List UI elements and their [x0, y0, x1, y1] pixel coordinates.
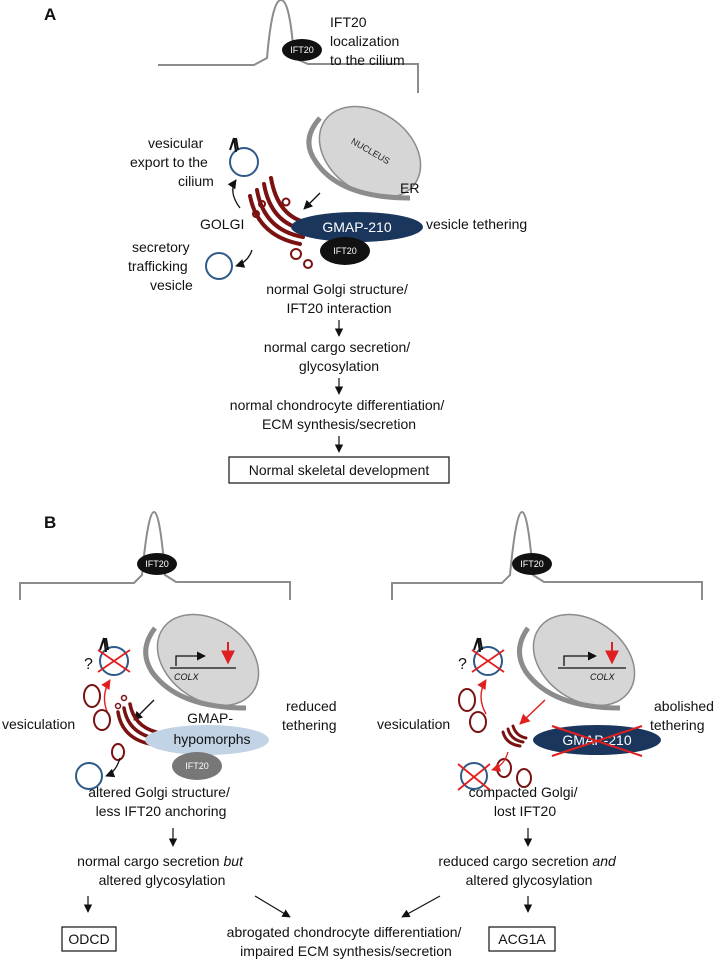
shared-outcome: abrogated chondrocyte differentiation/ i… — [227, 924, 466, 959]
acg1a-label: ACG1A — [498, 931, 546, 947]
golgi-vesicle — [252, 210, 260, 218]
right-golgi-stack — [501, 724, 528, 748]
left-nucleus — [156, 613, 260, 707]
outcome-label: Normal skeletal development — [249, 462, 430, 478]
secretory-label: secretory trafficking vesicle — [128, 239, 193, 293]
left-cilium-vesicle — [99, 646, 129, 676]
left-secretory-arrow — [105, 757, 121, 778]
right-vesiculation-arrow — [477, 679, 487, 715]
left-tethering-label: reduced tethering — [282, 698, 340, 733]
golgi-vesicle — [290, 248, 302, 260]
gmap-210-ellipse — [291, 212, 423, 242]
left-vesiculation-label: vesiculation — [2, 716, 75, 732]
ift20-golgi-badge-label: IFT20 — [333, 246, 357, 256]
right-colx-promoter-arrow — [563, 651, 597, 666]
er-membrane — [306, 116, 411, 201]
left-secretory-vesicle — [75, 762, 103, 790]
right-to-shared-arrow — [401, 895, 441, 918]
gmap-210-label: GMAP-210 — [322, 219, 391, 235]
left-large-vesicle — [93, 709, 111, 731]
left-vesiculation-arrow — [101, 679, 111, 715]
secretory-arrow — [235, 249, 253, 268]
left-colx-label: COLX — [174, 672, 200, 682]
ift20-localization-label: IFT20 localization to the cilium — [330, 14, 405, 68]
er-label: ER — [400, 180, 419, 196]
right-secretory-arrow — [491, 751, 509, 772]
right-er-to-golgi-arrow — [519, 699, 546, 725]
left-colx-promoter-arrow — [175, 651, 206, 666]
left-ift20-cilium-badge — [137, 553, 177, 575]
left-basal-body-icon — [99, 637, 109, 653]
vesicle-tethering-label: vesicle tethering — [426, 216, 527, 232]
golgi-vesicle — [303, 259, 313, 269]
secretory-vesicle — [205, 252, 233, 280]
right-question-mark: ? — [458, 656, 467, 673]
left-ift20-cilium-badge-label: IFT20 — [145, 559, 169, 569]
right-tethering-label: abolished tethering — [650, 698, 718, 733]
right-er-membrane — [517, 626, 621, 711]
right-vesicle-cross — [471, 649, 505, 673]
chondrocyte-step: normal chondrocyte differentiation/ ECM … — [230, 397, 448, 432]
golgi-vesicle — [258, 200, 266, 208]
left-small-vesicle — [114, 702, 122, 710]
left-large-vesicle — [111, 743, 125, 761]
left-to-shared-arrow — [254, 895, 291, 918]
basal-body-icon — [229, 137, 239, 153]
left-secretion-step: normal cargo secretion but altered glyco… — [77, 853, 247, 888]
ift20-cilium-badge-label: IFT20 — [290, 45, 314, 55]
left-small-vesicle — [120, 694, 128, 702]
acg1a-box — [488, 926, 556, 952]
right-ift20-cilium-badge-label: IFT20 — [520, 559, 544, 569]
right-secretion-step: reduced cargo secretion and altered glyc… — [438, 853, 619, 888]
right-large-vesicle — [458, 688, 476, 712]
panel-a: A IFT20 IFT20 localization to the cilium… — [44, 0, 527, 484]
right-secretory-vesicle — [460, 762, 488, 790]
left-question-mark: ? — [84, 656, 93, 673]
right-cilium-vesicle — [473, 646, 503, 676]
export-arrow — [227, 179, 241, 209]
panel-a-label: A — [44, 5, 56, 24]
left-er-membrane — [143, 626, 247, 711]
vesicular-export-label: vesicular export to the cilium — [130, 135, 214, 189]
right-colx-label: COLX — [590, 672, 616, 682]
right-vesiculation-label: vesiculation — [377, 716, 450, 732]
odcd-label: ODCD — [68, 931, 109, 947]
left-vesicle-cross — [97, 649, 131, 673]
odcd-box — [61, 926, 117, 952]
right-cell-membrane-with-cilium — [391, 510, 703, 600]
left-ift20-golgi-badge-label: IFT20 — [185, 761, 209, 771]
right-structure-step: compacted Golgi/ lost IFT20 — [469, 784, 582, 819]
right-ift20-cilium-badge — [512, 553, 552, 575]
right-secretory-cross — [457, 763, 491, 791]
panel-b: B IFT20 IFT20 COLX ? — [2, 510, 718, 959]
golgi-label: GOLGI — [200, 216, 244, 232]
left-ift20-golgi-badge — [172, 752, 222, 780]
cilium-export-vesicle — [229, 147, 259, 177]
cargo-secretion-step: normal cargo secretion/ glycosylation — [264, 339, 414, 374]
right-large-vesicle — [469, 711, 487, 733]
right-nucleus — [532, 613, 636, 707]
left-er-to-golgi-arrow — [133, 699, 155, 721]
left-structure-step: altered Golgi structure/ less IFT20 anch… — [88, 784, 234, 819]
left-gmap-hypomorph-ellipse — [145, 725, 269, 755]
right-basal-body-icon — [473, 637, 483, 653]
right-gmap-cross — [551, 725, 643, 757]
outcome-box — [228, 456, 450, 484]
left-gmap-hypomorph-label: GMAP- hypomorphs — [173, 710, 250, 747]
golgi-structure-step: normal Golgi structure/ IFT20 interactio… — [266, 281, 412, 316]
left-large-vesicle — [83, 684, 101, 708]
ift20-cilium-badge — [282, 39, 322, 61]
er-to-golgi-arrow — [303, 192, 321, 210]
golgi-vesicle — [281, 197, 291, 207]
right-large-vesicle — [516, 768, 532, 788]
ift20-golgi-badge — [320, 237, 370, 265]
panel-b-label: B — [44, 513, 56, 532]
